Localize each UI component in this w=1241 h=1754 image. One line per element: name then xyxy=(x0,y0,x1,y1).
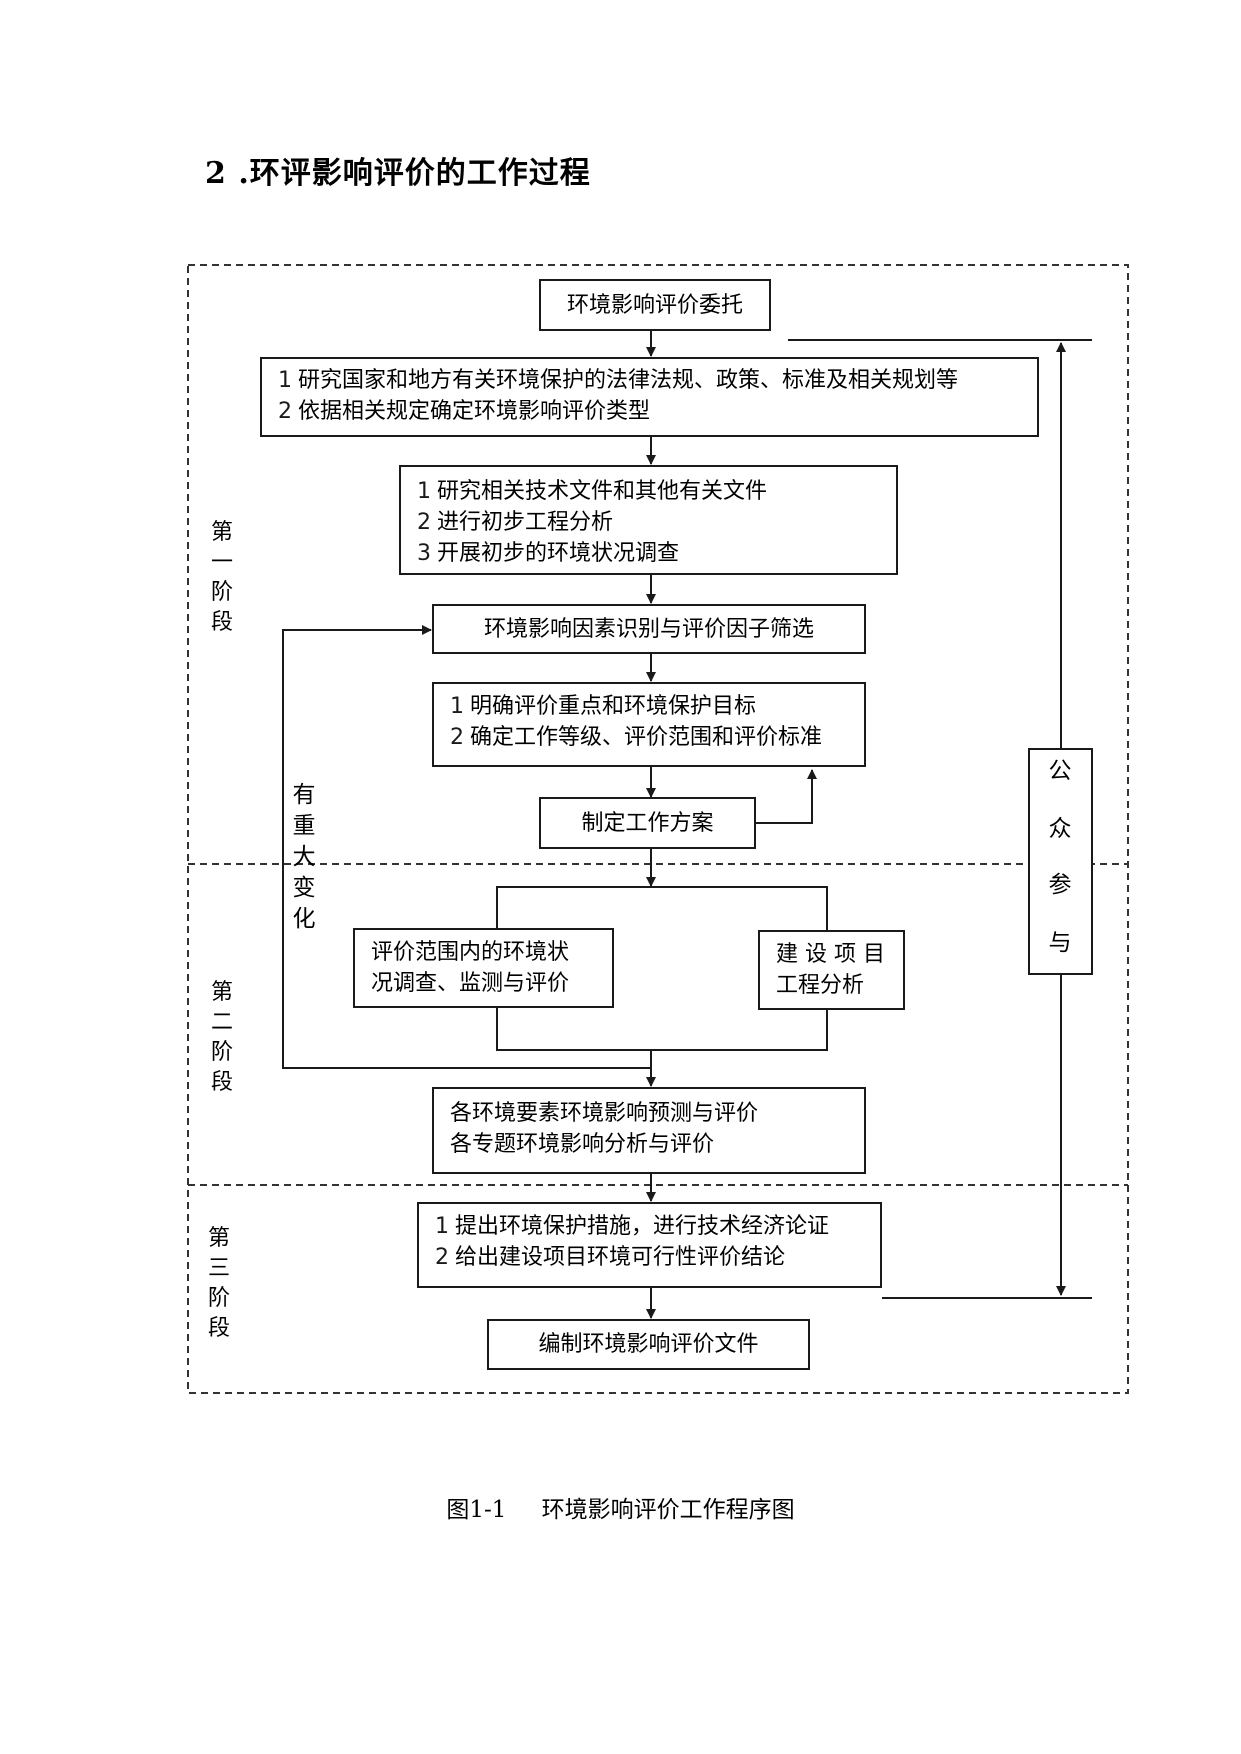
work-plan-box: 制定工作方案 xyxy=(539,797,756,849)
merge-bracket xyxy=(496,1008,828,1051)
factor-screening-text: 环境影响因素识别与评价因子筛选 xyxy=(483,616,814,642)
project-analysis-box: 建 设 项 目 工程分析 xyxy=(758,930,905,1010)
stage-1-char-1: 第 xyxy=(210,520,233,545)
prediction-line-2: 各专题环境影响分析与评价 xyxy=(450,1132,715,1157)
stage-2-char-3: 阶 xyxy=(210,1040,233,1065)
prediction-line-1: 各环境要素环境影响预测与评价 xyxy=(450,1101,759,1126)
figure-caption: 图1-1 环境影响评价工作程序图 xyxy=(0,1490,1241,1524)
stage-3-char-3: 阶 xyxy=(207,1286,230,1311)
commission-text: 环境影响评价委托 xyxy=(566,292,743,318)
figure-number: 图1-1 xyxy=(446,1497,507,1523)
public-char-3: 参 xyxy=(1048,872,1072,898)
env-survey-line-1: 评价范围内的环境状 xyxy=(371,940,570,965)
major-change-char-2: 重 xyxy=(292,813,316,839)
document-text: 编制环境影响评价文件 xyxy=(538,1332,759,1357)
major-change-char-5: 化 xyxy=(292,906,316,932)
split-bracket xyxy=(496,886,828,930)
stage-3-char-1: 第 xyxy=(207,1226,230,1251)
stage-3-char-2: 三 xyxy=(207,1256,230,1281)
public-char-2: 众 xyxy=(1048,816,1072,842)
outer-dashed-frame xyxy=(187,264,1129,1394)
stage-2-char-1: 第 xyxy=(210,980,233,1005)
stage-3-char-4: 段 xyxy=(207,1316,230,1341)
public-char-4: 与 xyxy=(1048,930,1072,956)
major-change-char-1: 有 xyxy=(292,782,316,808)
major-change-char-3: 大 xyxy=(292,844,316,870)
public-char-1: 公 xyxy=(1048,758,1072,784)
stage-1-char-4: 段 xyxy=(210,610,233,635)
env-survey-line-2: 况调查、监测与评价 xyxy=(371,971,570,996)
factor-screening-box: 环境影响因素识别与评价因子筛选 xyxy=(432,604,866,654)
stage-2-char-4: 段 xyxy=(210,1070,233,1095)
stage-2-char-2: 二 xyxy=(210,1010,233,1035)
page-title: 2 .环评影响评价的工作过程 xyxy=(205,156,591,191)
project-analysis-line-1: 建 设 项 目 xyxy=(776,942,885,967)
stage-1-char-3: 阶 xyxy=(210,580,233,605)
major-change-char-4: 变 xyxy=(292,875,316,901)
stage-1-char-2: 一 xyxy=(210,550,233,575)
prediction-box: 各环境要素环境影响预测与评价 各专题环境影响分析与评价 xyxy=(432,1087,866,1174)
work-plan-text: 制定工作方案 xyxy=(581,810,714,836)
figure-title: 环境影响评价工作程序图 xyxy=(541,1497,795,1523)
document-box: 编制环境影响评价文件 xyxy=(487,1319,810,1370)
major-change-loop xyxy=(282,625,651,1069)
public-participation-box: 公 众 参 与 xyxy=(1028,748,1093,975)
project-analysis-line-2: 工程分析 xyxy=(776,973,865,998)
commission-box: 环境影响评价委托 xyxy=(539,279,771,331)
workplan-feedback-arrow xyxy=(756,769,817,824)
env-survey-box: 评价范围内的环境状 况调查、监测与评价 xyxy=(353,928,614,1008)
